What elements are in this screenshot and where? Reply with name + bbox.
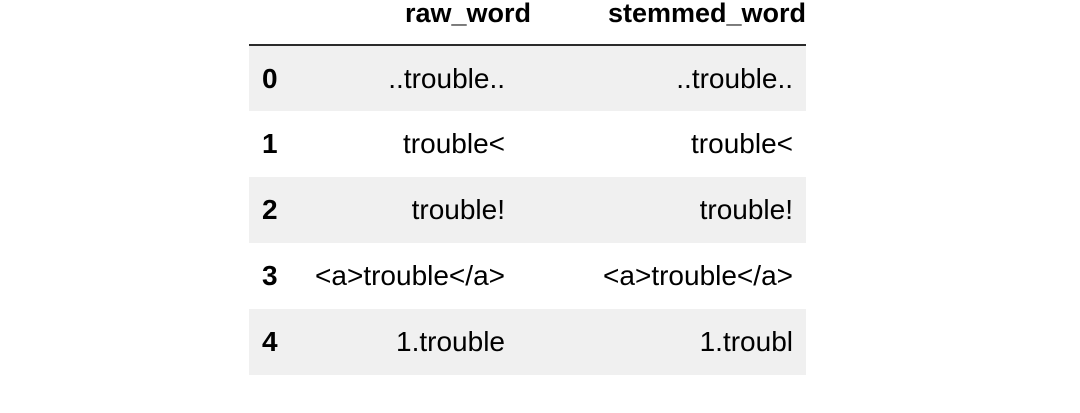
cell-raw-word: <a>trouble</a> <box>315 260 505 291</box>
table-row: 2 trouble! trouble! <box>249 177 806 243</box>
row-index-label: 1 <box>262 128 278 159</box>
table-row: 0 ..trouble.. ..trouble.. <box>249 45 806 111</box>
column-header-raw-word: raw_word <box>315 0 531 46</box>
row-index-label: 4 <box>262 326 278 357</box>
cell-raw-word: 1.trouble <box>396 326 505 357</box>
table-body: 0 ..trouble.. ..trouble.. 1 trouble< tro… <box>249 45 806 375</box>
row-index-label: 0 <box>262 62 278 94</box>
cell-raw-word: trouble! <box>411 194 505 225</box>
cell-stemmed-word: ..trouble.. <box>676 62 793 94</box>
table-row: 1 trouble< trouble< <box>249 111 806 177</box>
header-row: raw_word stemmed_word <box>249 0 806 46</box>
column-header-stemmed-word: stemmed_word <box>531 0 806 46</box>
cell-stemmed-word: <a>trouble</a> <box>603 260 793 291</box>
table-row: 3 <a>trouble</a> <a>trouble</a> <box>249 243 806 309</box>
dataframe-table: raw_word stemmed_word 0 ..trouble.. ..tr… <box>249 0 806 375</box>
row-index-label: 2 <box>262 194 278 225</box>
table-header: raw_word stemmed_word <box>249 0 806 46</box>
row-index-label: 3 <box>262 260 278 291</box>
cell-raw-word: ..trouble.. <box>388 62 505 94</box>
cell-stemmed-word: 1.troubl <box>699 326 793 357</box>
table-row: 4 1.trouble 1.troubl <box>249 309 806 375</box>
cell-stemmed-word: trouble< <box>691 128 793 159</box>
dataframe-container: raw_word stemmed_word 0 ..trouble.. ..tr… <box>249 0 806 375</box>
cell-stemmed-word: trouble! <box>699 194 793 225</box>
column-header-index <box>249 0 315 46</box>
cell-raw-word: trouble< <box>403 128 505 159</box>
